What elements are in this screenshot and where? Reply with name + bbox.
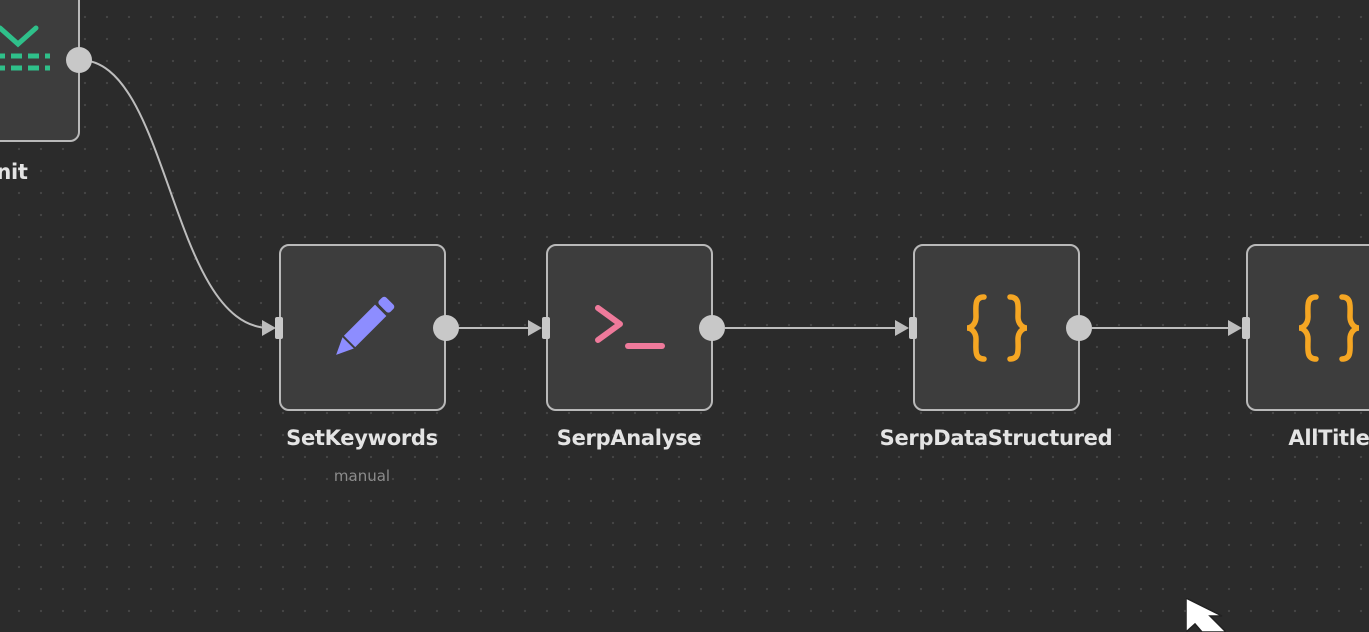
node-serpanalyse-output-port[interactable]	[699, 315, 725, 341]
node-setkeywords[interactable]	[279, 244, 446, 411]
node-serpanalyse[interactable]	[546, 244, 713, 411]
node-serpanalyse-label: SerpAnalyse	[556, 426, 702, 450]
connection-arrowhead	[1228, 320, 1242, 336]
node-init-output-port[interactable]	[66, 47, 92, 73]
node-alltitles-label: AllTitle	[1288, 426, 1369, 450]
connection-arrowhead	[528, 320, 542, 336]
node-serpdatastructured-input-port[interactable]	[909, 317, 917, 339]
mouse-cursor-icon	[1186, 598, 1226, 632]
node-serpdatastructured[interactable]	[913, 244, 1080, 411]
node-setkeywords-output-port[interactable]	[433, 315, 459, 341]
node-alltitles-input-port[interactable]	[1242, 317, 1250, 339]
node-alltitles[interactable]	[1246, 244, 1369, 411]
node-setkeywords-sublabel: manual	[333, 467, 391, 485]
pencil-icon	[335, 296, 394, 355]
connection-arrowhead	[262, 320, 276, 336]
set-arrow-icon	[0, 25, 50, 71]
node-setkeywords-label: SetKeywords	[286, 426, 438, 450]
node-setkeywords-input-port[interactable]	[275, 317, 283, 339]
node-serpanalyse-input-port[interactable]	[542, 317, 550, 339]
code-braces-icon	[966, 293, 1027, 362]
node-serpdatastructured-label: SerpDataStructured	[879, 426, 1113, 450]
connection-init-to-setkeywords[interactable]	[79, 59, 271, 329]
terminal-icon	[594, 304, 665, 349]
connection-arrowhead	[895, 320, 909, 336]
node-init-label: nit	[0, 160, 28, 184]
node-serpdatastructured-output-port[interactable]	[1066, 315, 1092, 341]
node-init[interactable]	[0, 0, 80, 142]
code-braces-icon	[1298, 293, 1360, 362]
